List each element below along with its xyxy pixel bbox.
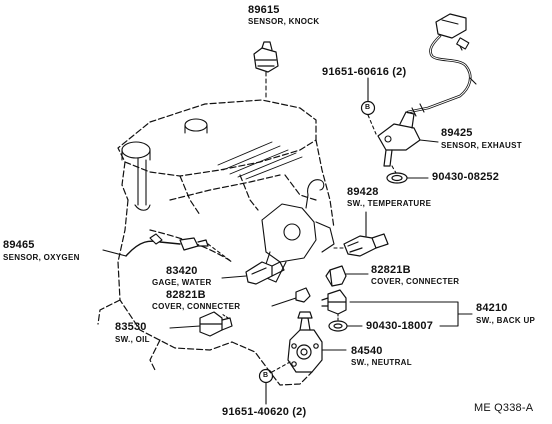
backup-switch <box>321 289 347 315</box>
neutral-switch-name: SW., NEUTRAL <box>351 358 412 367</box>
oil-switch-name: SW., OIL <box>115 335 150 344</box>
backup-switch-name: SW., BACK UP <box>476 316 536 325</box>
cover-ridges <box>217 141 303 180</box>
oil-switch <box>199 311 233 337</box>
oxygen-sensor-name: SENSOR, OXYGEN <box>3 253 80 262</box>
oxygen-sensor-number: 89465 <box>3 239 35 251</box>
water-gage-name: GAGE, WATER <box>152 278 212 287</box>
oil-switch-number: 83530 <box>115 321 147 333</box>
exhaust-sensor-name: SENSOR, EXHAUST <box>441 141 522 150</box>
connector-cover-left-number: 82821B <box>166 289 206 301</box>
cover-left-leader <box>271 297 297 307</box>
connector-cover-right-name: COVER, CONNECTER <box>371 277 460 286</box>
oxygen-leader <box>102 249 127 257</box>
exhaust-sensor-number: 89425 <box>441 127 473 139</box>
temperature-switch-number: 89428 <box>347 186 379 198</box>
neutral-switch <box>287 311 323 373</box>
neutral-switch-number: 84540 <box>351 345 383 357</box>
water-outlet <box>261 179 335 283</box>
connector-cover-left-name: COVER, CONNECTER <box>152 302 241 311</box>
lower-bolt-number: 91651-40620 (2) <box>222 406 307 418</box>
upper-bolt-number: 91651-60616 (2) <box>322 66 407 78</box>
exhaust-sensor <box>377 13 477 167</box>
oil-filler <box>121 118 208 211</box>
water-gage-number: 83420 <box>166 265 198 277</box>
exhaust-gasket <box>386 172 408 184</box>
washer-number: 90430-18007 <box>366 320 434 332</box>
temperature-switch-name: SW., TEMPERATURE <box>347 199 432 208</box>
knock-sensor-name: SENSOR, KNOCK <box>248 17 320 26</box>
lower-bolt-marker-letter: B <box>263 372 269 379</box>
knock-sensor-number: 89615 <box>248 4 280 16</box>
backup-bracket <box>349 301 473 327</box>
backup-washer <box>328 320 348 332</box>
connector-cover-left <box>295 287 311 303</box>
exhaust-leader <box>419 139 439 143</box>
figure-code: ME Q338-A <box>474 402 534 414</box>
connector-cover-right-number: 82821B <box>371 264 411 276</box>
upper-bolt-marker-letter: B <box>365 104 371 111</box>
knock-sensor <box>253 41 279 73</box>
connector-cover-right <box>325 265 347 287</box>
oil-leader <box>169 325 201 329</box>
water-leader <box>221 275 247 279</box>
gasket-number: 90430-08252 <box>432 171 500 183</box>
water-gage <box>245 261 285 285</box>
backup-switch-number: 84210 <box>476 302 508 314</box>
oxygen-sensor <box>125 233 209 257</box>
temperature-switch <box>343 233 389 257</box>
